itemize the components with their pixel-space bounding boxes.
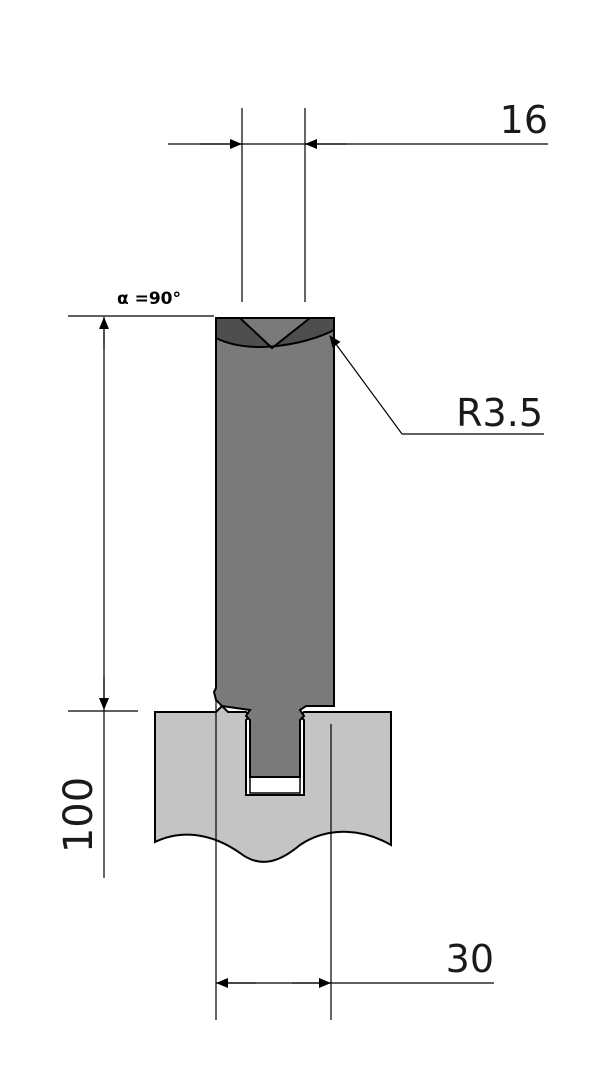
dimension-height: 100 — [56, 777, 102, 853]
punch-body — [212, 317, 335, 778]
angle-label: α =90° — [117, 289, 181, 309]
dimension-radius: R3.5 — [456, 391, 543, 435]
radius-leader-line — [329, 335, 403, 435]
dimension-top-width: 16 — [500, 98, 548, 142]
punch-tip-curve — [215, 329, 335, 348]
tool-holder — [154, 704, 392, 863]
holder-slot-gap — [249, 776, 301, 794]
dimension-bottom-width: 30 — [446, 937, 494, 981]
